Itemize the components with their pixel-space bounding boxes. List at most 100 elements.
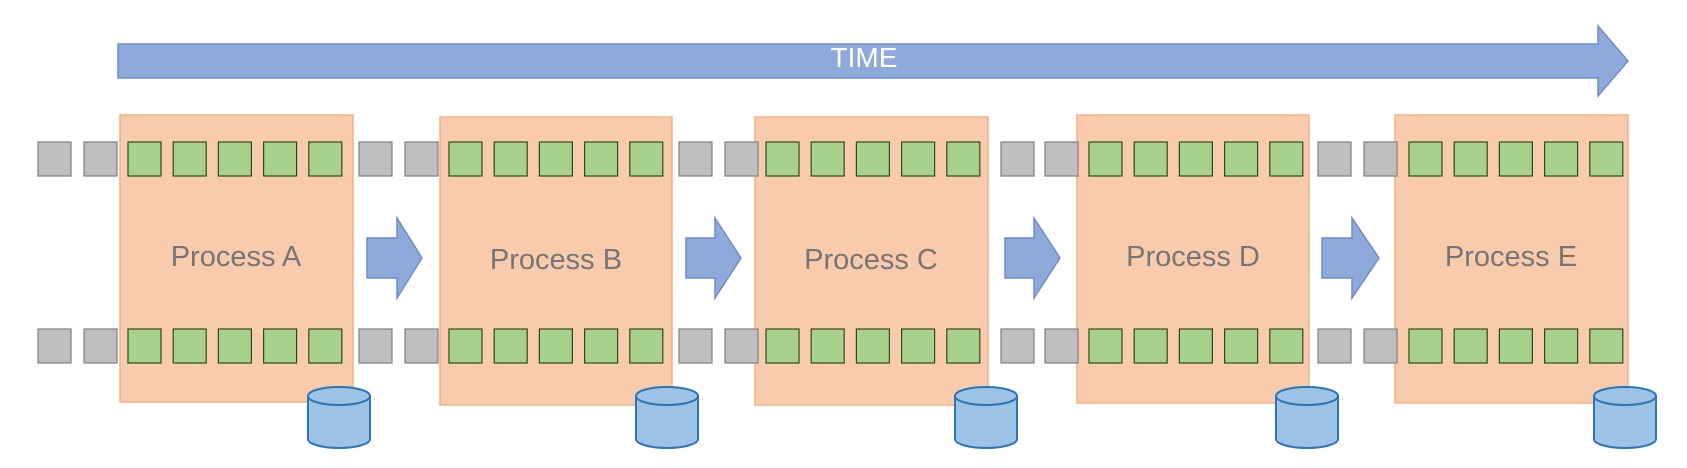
time-arrow-shape xyxy=(117,23,1629,99)
active-cell xyxy=(448,141,483,177)
active-cell xyxy=(127,141,162,177)
active-cell xyxy=(855,328,891,364)
active-cell xyxy=(629,328,664,364)
time-arrow-label: TIME xyxy=(831,42,898,73)
process-b-label: Process B xyxy=(490,244,622,276)
active-cell xyxy=(583,328,619,364)
flow-arrow-b-to-c xyxy=(685,215,742,301)
active-cell xyxy=(1498,141,1534,177)
flow-arrow-d-to-e xyxy=(1321,215,1380,301)
process-a-label: Process A xyxy=(171,241,302,273)
idle-cell xyxy=(678,328,713,364)
active-cell xyxy=(946,328,981,364)
active-cell xyxy=(1178,328,1214,364)
active-cell xyxy=(1269,328,1304,364)
database-lid xyxy=(1593,386,1657,406)
idle-cell xyxy=(1044,328,1079,364)
active-cell xyxy=(583,141,619,177)
active-cell xyxy=(217,141,252,177)
active-cell xyxy=(1543,328,1579,364)
active-cell xyxy=(810,141,845,177)
time-arrow: TIME xyxy=(117,23,1629,99)
database-body xyxy=(307,395,371,449)
database-body xyxy=(1275,395,1339,449)
idle-cell xyxy=(37,328,72,364)
process-d-label: Process D xyxy=(1126,241,1260,273)
active-cell xyxy=(1589,328,1624,364)
flow-arrow-a-to-b xyxy=(366,215,423,301)
active-cell xyxy=(1453,141,1488,177)
active-cell xyxy=(900,141,936,177)
database-lid xyxy=(954,386,1018,406)
flow-arrow-c-to-d xyxy=(1004,215,1061,301)
active-cell xyxy=(1408,141,1443,177)
idle-cell xyxy=(83,141,118,177)
process-e-label: Process E xyxy=(1445,241,1577,273)
idle-cell xyxy=(724,141,759,177)
active-cell xyxy=(172,328,207,364)
active-cell xyxy=(1088,328,1123,364)
active-cell xyxy=(1223,328,1259,364)
idle-cell xyxy=(1363,328,1398,364)
active-cell xyxy=(1133,328,1168,364)
cell-row-bottom xyxy=(37,328,1624,364)
database-lid xyxy=(1275,386,1339,406)
cell-row-top xyxy=(37,141,1624,177)
active-cell xyxy=(538,141,574,177)
database-body xyxy=(1593,395,1657,449)
database-lid xyxy=(635,386,699,406)
database-lid xyxy=(307,386,371,406)
idle-cell xyxy=(404,141,439,177)
active-cell xyxy=(538,328,574,364)
active-cell xyxy=(308,328,343,364)
active-cell xyxy=(946,141,981,177)
active-cell xyxy=(127,328,162,364)
idle-cell xyxy=(1000,141,1035,177)
idle-cell xyxy=(1317,328,1352,364)
active-cell xyxy=(629,141,664,177)
active-cell xyxy=(1133,141,1168,177)
idle-cell xyxy=(1000,328,1035,364)
active-cell xyxy=(765,328,800,364)
active-cell xyxy=(493,141,528,177)
database-body xyxy=(954,395,1018,449)
active-cell xyxy=(448,328,483,364)
active-cell xyxy=(1589,141,1624,177)
idle-cell xyxy=(1044,141,1079,177)
database-body xyxy=(635,395,699,449)
idle-cell xyxy=(404,328,439,364)
idle-cell xyxy=(1363,141,1398,177)
idle-cell xyxy=(358,141,393,177)
idle-cell xyxy=(1317,141,1352,177)
active-cell xyxy=(263,328,298,364)
active-cell xyxy=(217,328,252,364)
active-cell xyxy=(900,328,936,364)
idle-cell xyxy=(37,141,72,177)
idle-cell xyxy=(358,328,393,364)
idle-cell xyxy=(724,328,759,364)
active-cell xyxy=(1269,141,1304,177)
idle-cell xyxy=(83,328,118,364)
active-cell xyxy=(1178,141,1214,177)
database-icon xyxy=(307,386,371,449)
active-cell xyxy=(263,141,298,177)
active-cell xyxy=(493,328,528,364)
idle-cell xyxy=(678,141,713,177)
active-cell xyxy=(1498,328,1534,364)
active-cell xyxy=(1223,141,1259,177)
flow-arrows xyxy=(366,215,1380,301)
active-cell xyxy=(1543,141,1579,177)
database-icon xyxy=(954,386,1018,449)
active-cell xyxy=(1408,328,1443,364)
database-icon xyxy=(1593,386,1657,449)
active-cell xyxy=(855,141,891,177)
active-cell xyxy=(172,141,207,177)
database-icon xyxy=(635,386,699,449)
process-c-label: Process C xyxy=(804,244,938,276)
active-cell xyxy=(810,328,845,364)
database-icon xyxy=(1275,386,1339,449)
active-cell xyxy=(308,141,343,177)
database-icons xyxy=(307,386,1657,449)
active-cell xyxy=(1453,328,1488,364)
